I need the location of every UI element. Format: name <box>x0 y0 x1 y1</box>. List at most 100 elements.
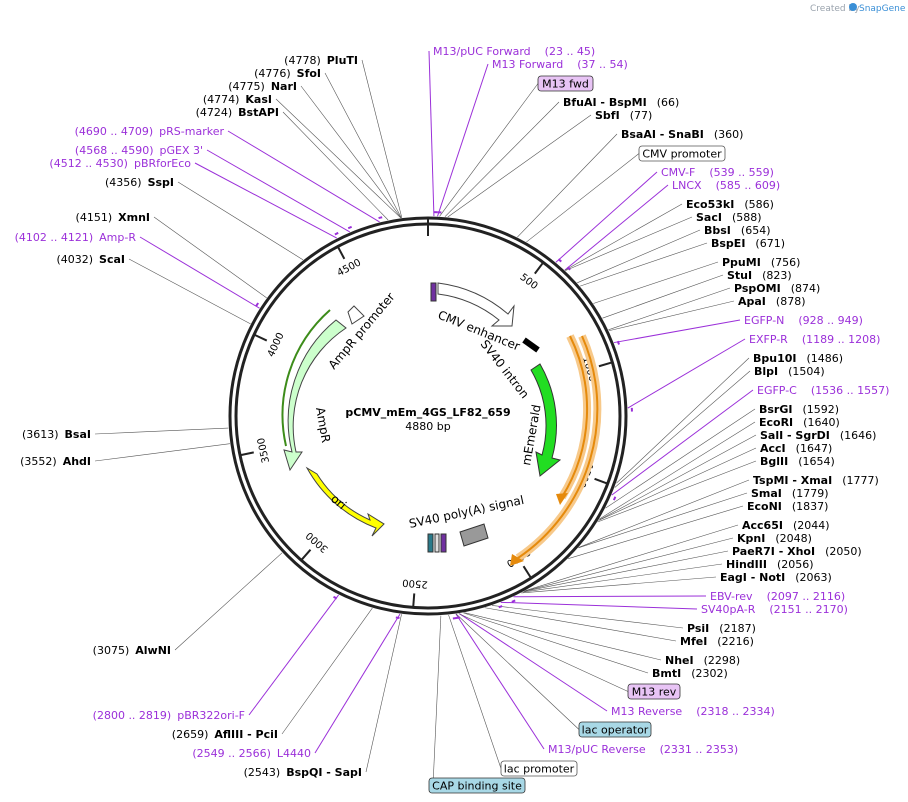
boxed-feature-label[interactable]: lac promoter <box>504 763 575 776</box>
primer-label[interactable]: EXFP-R(1189 .. 1208) <box>749 333 880 346</box>
site-label[interactable]: BglII(1654) <box>760 455 835 468</box>
site-label[interactable]: StuI(823) <box>727 269 792 282</box>
boxed-feature-label[interactable]: M13 fwd <box>542 78 589 91</box>
site-label[interactable]: (4775)NarI <box>228 80 297 93</box>
site-label[interactable]: KpnI(2048) <box>737 532 812 545</box>
site-label[interactable]: Bpu10I(1486) <box>753 352 843 365</box>
site-label[interactable]: (4778)PluTI <box>284 54 358 67</box>
boxed-feature-label[interactable]: CMV promoter <box>642 148 722 161</box>
site-label[interactable]: BsaAI - SnaBI(360) <box>621 128 743 141</box>
site-label[interactable]: (4356)SspI <box>105 176 174 189</box>
site-label[interactable]: HindIII(2056) <box>726 558 814 571</box>
site-label[interactable]: BspEI(671) <box>711 237 785 250</box>
credit-prefix: Created by <box>810 4 860 14</box>
boxed-feature-label[interactable]: CAP binding site <box>432 780 522 793</box>
feature-ampr[interactable] <box>283 319 347 472</box>
site-label[interactable]: PaeR7I - XhoI(2050) <box>732 545 862 558</box>
site-label[interactable]: SalI - SgrDI(1646) <box>760 429 876 442</box>
site-label[interactable]: NheI(2298) <box>665 654 740 667</box>
primer-label[interactable]: LNCX(585 .. 609) <box>672 179 780 192</box>
site-label[interactable]: AccI(1647) <box>760 442 832 455</box>
site-label[interactable]: (2543)BspQI - SapI <box>244 766 362 779</box>
site-label[interactable]: (4724)BstAPI <box>196 106 279 119</box>
leader-line <box>458 613 629 692</box>
primer-label[interactable]: M13 Forward(37 .. 54) <box>492 58 628 71</box>
leader-line <box>459 613 608 712</box>
orf-arc-1-line <box>561 335 589 498</box>
leader-line <box>627 338 746 409</box>
boxed-feature-label[interactable]: lac operator <box>582 724 649 737</box>
leader-line <box>456 613 580 730</box>
site-label[interactable]: SbfI(77) <box>595 109 652 122</box>
site-label[interactable]: BmtI(2302) <box>652 667 728 680</box>
ruler-tick <box>239 451 254 457</box>
site-label[interactable]: TspMI - XmaI(1777) <box>753 474 879 487</box>
site-label[interactable]: (3613)BsaI <box>22 428 91 441</box>
primer-label[interactable]: M13/pUC Reverse(2331 .. 2353) <box>548 743 738 756</box>
leader-line <box>206 149 351 233</box>
site-label[interactable]: BsrGI(1592) <box>759 403 839 416</box>
primer-label[interactable]: (2800 .. 2819)pBR322ori-F <box>93 709 245 722</box>
feature-memerald[interactable] <box>530 363 562 477</box>
primer-mark <box>347 225 353 230</box>
orf-arc-2-head <box>510 554 524 566</box>
site-label[interactable]: (2659)AflIII - PciI <box>172 728 278 741</box>
feature-lac-block-2[interactable] <box>434 533 440 553</box>
boxed-label-bg <box>500 760 578 777</box>
credit-brand: SnapGene <box>859 4 906 14</box>
boxed-feature-label[interactable]: M13 rev <box>632 686 677 699</box>
boxed-label-bg <box>638 145 726 162</box>
site-label[interactable]: PpuMI(756) <box>722 256 800 269</box>
leader-line <box>275 98 401 219</box>
site-label[interactable]: (4774)KasI <box>203 93 272 106</box>
feature-lac-block-1[interactable] <box>427 533 434 553</box>
site-label[interactable]: BfuAI - BspMI(66) <box>563 96 679 109</box>
feature-sv40-intron[interactable] <box>522 337 540 353</box>
site-label[interactable]: Eco53kI(586) <box>686 198 774 211</box>
primer-label[interactable]: M13/pUC Forward(23 .. 45) <box>433 45 595 58</box>
feature-cmv-enhancer[interactable] <box>437 282 515 327</box>
primer-label[interactable]: (4690 .. 4709)pRS-marker <box>75 125 225 138</box>
ruler-tick-label: 4000 <box>266 331 287 359</box>
site-label[interactable]: BlpI(1504) <box>754 365 825 378</box>
site-label[interactable]: (3552)AhdI <box>20 455 91 468</box>
site-label[interactable]: (4032)ScaI <box>56 253 125 266</box>
site-label[interactable]: PsiI(2187) <box>687 622 756 635</box>
leader-line <box>428 50 435 217</box>
primer-label[interactable]: (4512 .. 4530)pBRforEco <box>49 157 191 170</box>
primer-label[interactable]: SV40pA-R(2151 .. 2170) <box>701 603 848 616</box>
boxed-label-bg <box>428 777 526 794</box>
site-label[interactable]: SacI(588) <box>696 211 762 224</box>
site-label[interactable]: SmaI(1779) <box>751 487 828 500</box>
site-label[interactable]: BbsI(654) <box>704 224 771 237</box>
site-label[interactable]: (4151)XmnI <box>76 211 150 224</box>
site-label[interactable]: MfeI(2216) <box>680 635 754 648</box>
feature-ampr-promoter[interactable] <box>347 305 365 325</box>
site-label[interactable]: EcoRI(1640) <box>759 416 840 429</box>
leader-line <box>611 389 754 496</box>
feature-ori[interactable] <box>305 466 385 537</box>
primer-label[interactable]: (4568 .. 4590)pGEX 3' <box>75 144 203 157</box>
site-label[interactable]: (4776)SfoI <box>254 67 321 80</box>
leader-line <box>439 83 539 217</box>
primer-label[interactable]: (4102 .. 4121)Amp-R <box>15 231 137 244</box>
feature-lac-block-3[interactable] <box>440 533 447 553</box>
site-label[interactable]: Acc65I(2044) <box>742 519 830 532</box>
site-label[interactable]: (3075)AlwNI <box>93 644 171 657</box>
leader-line <box>153 216 267 299</box>
feature-cmv-promoter-block[interactable] <box>430 282 437 302</box>
site-label[interactable]: EcoNI(1837) <box>747 500 828 513</box>
primer-mark <box>511 599 516 603</box>
site-label[interactable]: ApaI(878) <box>738 295 806 308</box>
primer-label[interactable]: (2549 .. 2566)L4440 <box>192 747 311 760</box>
primer-label[interactable]: EGFP-C(1536 .. 1557) <box>757 384 889 397</box>
leader-line <box>555 171 658 263</box>
site-label[interactable]: PspOMI(874) <box>734 282 820 295</box>
primer-mark <box>498 605 503 609</box>
feature-sv40-polya[interactable] <box>459 523 489 547</box>
primer-label[interactable]: CMV-F(539 .. 559) <box>661 166 774 179</box>
primer-label[interactable]: EBV-rev(2097 .. 2116) <box>710 590 845 603</box>
primer-label[interactable]: M13 Reverse(2318 .. 2334) <box>611 705 775 718</box>
primer-label[interactable]: EGFP-N(928 .. 949) <box>744 314 863 327</box>
site-label[interactable]: EagI - NotI(2063) <box>720 571 832 584</box>
